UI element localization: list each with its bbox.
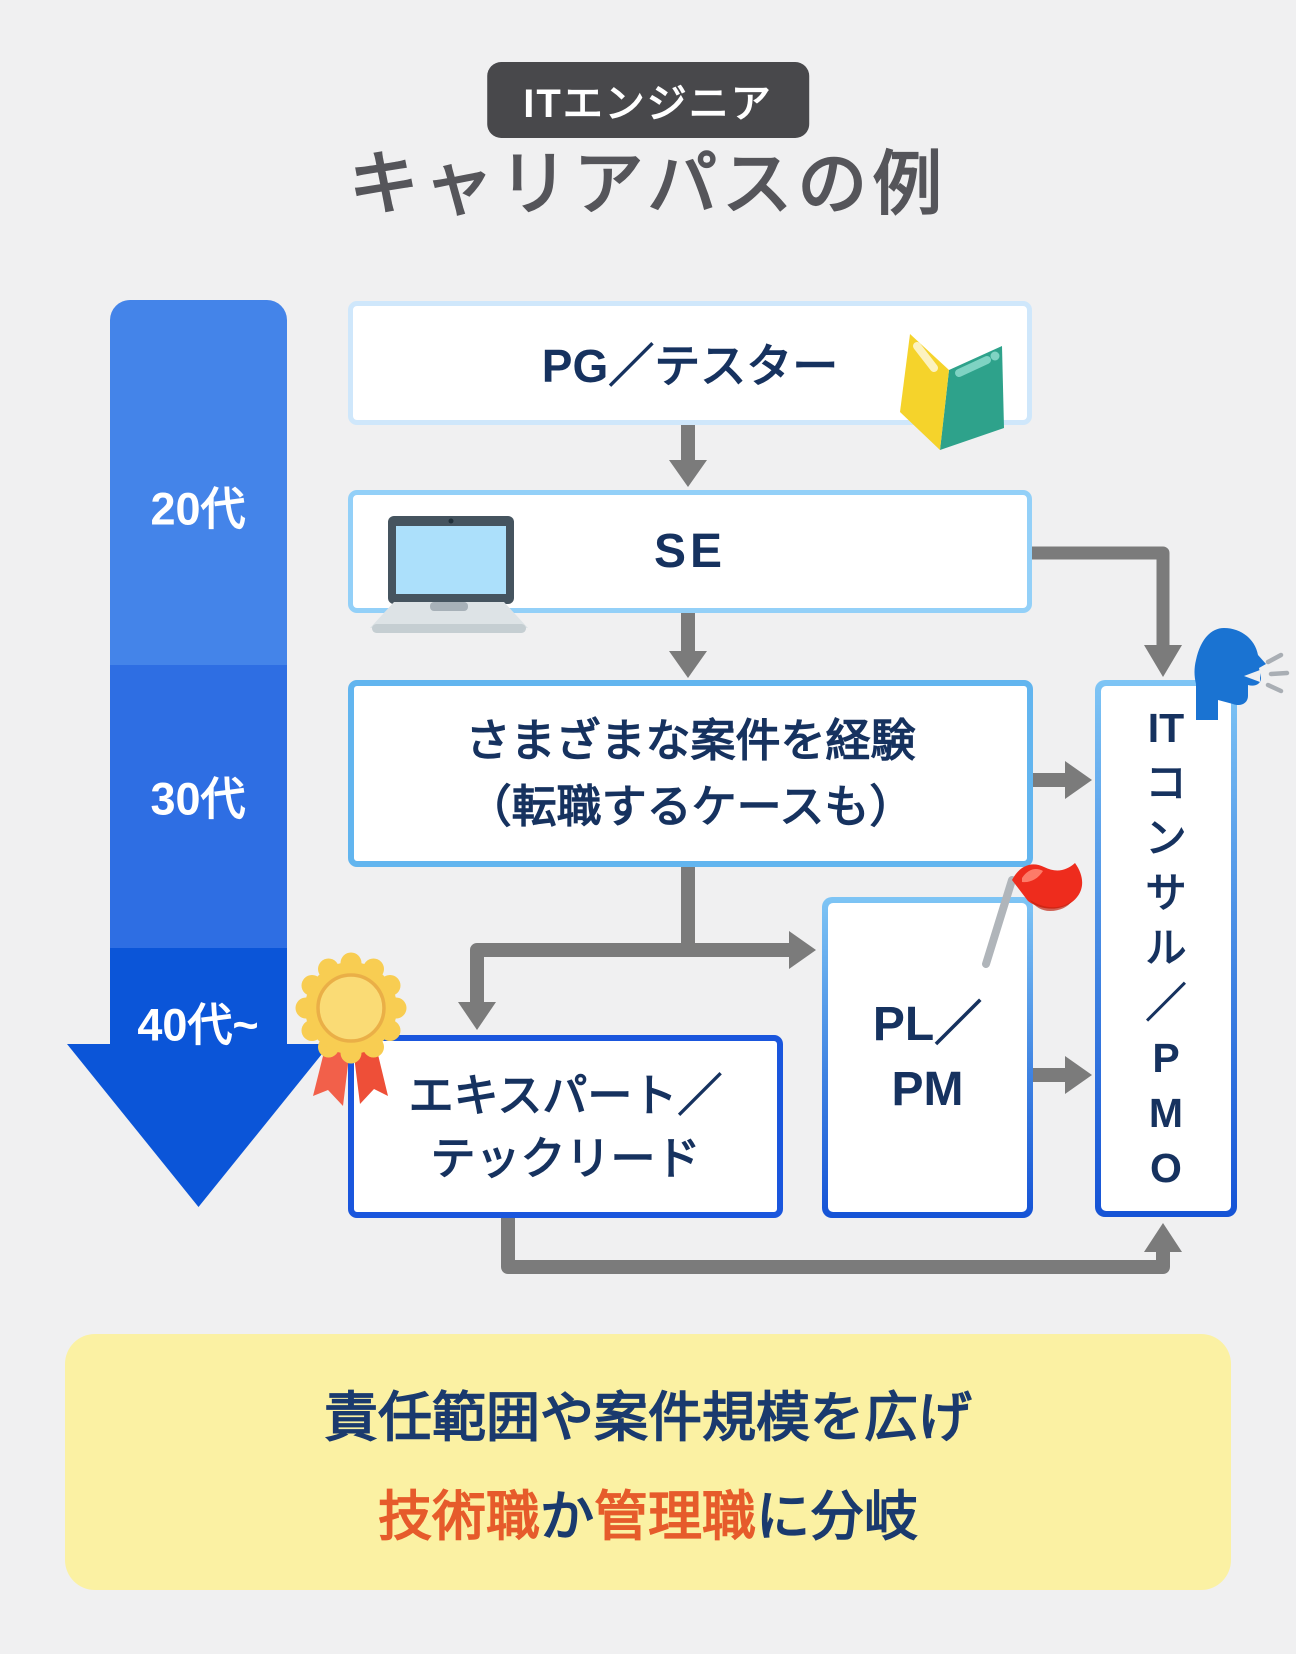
talking-head-icon bbox=[1194, 628, 1290, 720]
summary-term-technical: 技術職 bbox=[378, 1487, 540, 1547]
summary-tail-text: に分岐 bbox=[756, 1487, 918, 1547]
arrowhead-right-itconsul-upper bbox=[1065, 761, 1092, 799]
connector-expert-loop-to-itconsul bbox=[501, 1212, 1170, 1274]
age-label-20s: 20代 bbox=[150, 483, 246, 535]
summary-line1: 責任範囲や案件規模を広げ bbox=[324, 1388, 972, 1448]
timeline-segment-40s bbox=[110, 948, 287, 1045]
age-label-30s: 30代 bbox=[150, 773, 246, 825]
itconsul-char: P bbox=[1152, 1035, 1180, 1081]
age-timeline-bar bbox=[110, 300, 287, 1045]
category-badge-label: ITエンジニア bbox=[523, 82, 773, 126]
summary-callout: 責任範囲や案件規模を広げ 技術職か管理職に分岐 bbox=[65, 1334, 1231, 1590]
arrowhead-down-se bbox=[669, 460, 707, 487]
itconsul-char: IT bbox=[1147, 705, 1185, 751]
category-badge: ITエンジニア bbox=[487, 62, 809, 138]
arrowhead-down-itconsul bbox=[1144, 645, 1182, 677]
summary-term-management: 管理職 bbox=[594, 1487, 756, 1547]
age-label-40s: 40代~ bbox=[137, 999, 259, 1051]
node-se-label: SE bbox=[653, 525, 727, 578]
arrowhead-down-case bbox=[669, 651, 707, 678]
node-pg-tester-label: PG／テスター bbox=[541, 340, 839, 392]
node-experience-line1: さまざまな案件を経験 bbox=[465, 715, 916, 767]
node-it-consultant-pmo: IT コ ン サ ル ／ P M O bbox=[1095, 680, 1237, 1217]
itconsul-char: O bbox=[1150, 1145, 1182, 1191]
itconsul-char: ン bbox=[1145, 815, 1187, 861]
connector-se-to-itconsul bbox=[1030, 546, 1170, 647]
arrowhead-right-plpm bbox=[789, 931, 816, 969]
connector-branch-horizontal bbox=[470, 943, 791, 1004]
red-flag-icon bbox=[982, 863, 1083, 968]
arrowhead-down-expert bbox=[458, 1002, 496, 1030]
node-plpm-line2: PM bbox=[891, 1062, 964, 1116]
node-expert-line1: エキスパート／ bbox=[408, 1069, 723, 1121]
node-plpm-line1: PL／ bbox=[872, 997, 983, 1051]
laptop-icon bbox=[370, 516, 528, 633]
summary-line2: 技術職か管理職に分岐 bbox=[378, 1472, 918, 1551]
arrowhead-right-itconsul-lower bbox=[1065, 1056, 1092, 1094]
timeline-segment-30s bbox=[110, 665, 287, 948]
arrowhead-up-itconsul-bottom bbox=[1144, 1223, 1182, 1252]
node-experience: さまざまな案件を経験 （転職するケースも） bbox=[348, 680, 1033, 867]
itconsul-char: ／ bbox=[1145, 980, 1187, 1026]
node-pl-pm: PL／ PM bbox=[822, 897, 1033, 1218]
itconsul-char: ル bbox=[1145, 925, 1187, 971]
itconsul-char: コ bbox=[1145, 760, 1187, 806]
open-book-icon bbox=[900, 334, 1004, 450]
timeline-segment-20s bbox=[110, 300, 287, 665]
medal-icon bbox=[295, 952, 407, 1106]
summary-connector-text: か bbox=[540, 1487, 594, 1547]
node-expert-techlead: エキスパート／ テックリード bbox=[348, 1035, 783, 1218]
page-title: キャリアパスの例 bbox=[348, 145, 948, 223]
node-experience-line2: （転職するケースも） bbox=[466, 780, 915, 832]
node-expert-line2: テックリード bbox=[430, 1132, 701, 1184]
itconsul-char: サ bbox=[1145, 870, 1187, 916]
itconsul-char: M bbox=[1148, 1090, 1184, 1136]
